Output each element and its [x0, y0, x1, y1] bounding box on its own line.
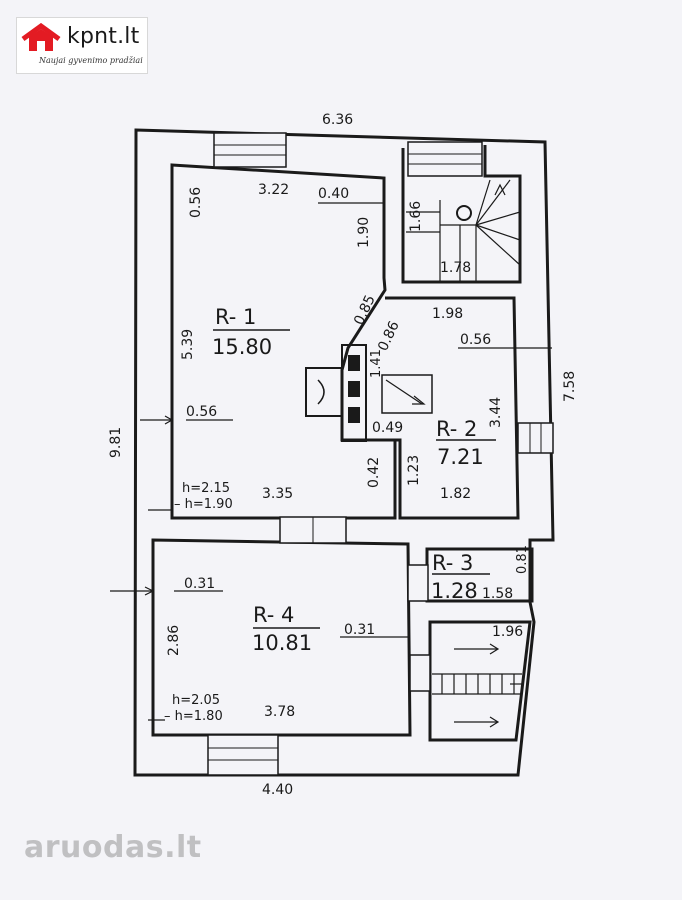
staircase — [406, 179, 521, 282]
room-r2-wall — [385, 296, 520, 520]
logo-slogan: Naujai gyvenimo pradžiai — [39, 56, 143, 65]
dim-stair-166: 1.66 — [408, 201, 424, 232]
dim-r4-031-left: 0.31 — [184, 576, 215, 592]
dim-stair-190: 1.90 — [356, 217, 372, 248]
dim-r4-031-right: 0.31 — [344, 622, 375, 638]
dim-r1-top-b: 0.40 — [318, 186, 349, 202]
dim-r3-width: 1.58 — [482, 586, 513, 602]
dim-r2-042: 0.42 — [366, 457, 382, 488]
dim-r4-height: 2.86 — [166, 625, 182, 656]
room-r3-area: 1.28 — [431, 579, 478, 603]
dim-r4-bottom: 3.78 — [264, 704, 295, 720]
dim-r1-bottom: 3.35 — [262, 486, 293, 502]
dim-r2-top: 1.98 — [432, 306, 463, 322]
dim-r2-height: 3.44 — [488, 397, 504, 428]
room-r4-h1: h=2.05 — [172, 693, 220, 708]
corridor-stairs — [432, 643, 524, 728]
dim-r1-height: 5.39 — [180, 329, 196, 360]
dim-diag-085: 0.85 — [351, 293, 379, 328]
dim-r2-141: 1.41 — [369, 349, 384, 378]
window-right — [517, 422, 554, 454]
room-r1-h1: h=2.15 — [182, 481, 230, 496]
dim-total-height: 9.81 — [108, 427, 124, 458]
logo-brand: kpnt.lt — [67, 24, 140, 49]
dim-top-wall: 0.56 — [188, 187, 204, 218]
dim-diag-086: 0.86 — [375, 319, 403, 354]
window-top-right — [407, 141, 483, 177]
room-r1-area: 15.80 — [212, 335, 272, 359]
dim-r2-wall: 0.56 — [460, 332, 491, 348]
dim-r1-top: 3.22 — [258, 182, 289, 198]
door-r4-corridor — [409, 654, 431, 692]
dim-r1-wall-left: 0.56 — [186, 404, 217, 420]
room-r4-h2: – h=1.80 — [164, 709, 223, 724]
stove — [305, 367, 343, 417]
room-r1-h2: – h=1.90 — [174, 497, 233, 512]
dim-r3-side: 0.81 — [515, 545, 530, 574]
room-r2-area: 7.21 — [437, 445, 484, 469]
window-top-left — [213, 132, 287, 168]
kpnt-logo[interactable]: kpnt.lt Naujai gyvenimo pradžiai — [16, 17, 148, 74]
stair-well-wall — [401, 145, 522, 284]
room-r4-label: R- 4 — [253, 603, 294, 627]
dim-right-height: 7.58 — [562, 371, 578, 402]
room-r4-area: 10.81 — [252, 631, 312, 655]
corridor-wall — [428, 620, 532, 742]
dim-corridor-196: 1.96 — [492, 624, 523, 640]
dim-total-width: 6.36 — [322, 112, 353, 128]
boiler — [381, 374, 433, 414]
aruodas-watermark: aruodas.lt — [24, 830, 202, 865]
dim-r2-bottom: 1.82 — [440, 486, 471, 502]
dim-r2-049: 0.49 — [372, 420, 403, 436]
dim-r2-123: 1.23 — [406, 455, 422, 486]
door-r4-r3 — [407, 564, 429, 602]
room-r3-label: R- 3 — [432, 551, 473, 575]
door-bottom — [207, 734, 279, 776]
room-r2-label: R- 2 — [436, 417, 477, 441]
dim-stair-178: 1.78 — [440, 260, 471, 276]
room-r1-label: R- 1 — [215, 305, 256, 329]
house-icon — [21, 23, 61, 51]
dim-bottom-width: 4.40 — [262, 782, 293, 798]
